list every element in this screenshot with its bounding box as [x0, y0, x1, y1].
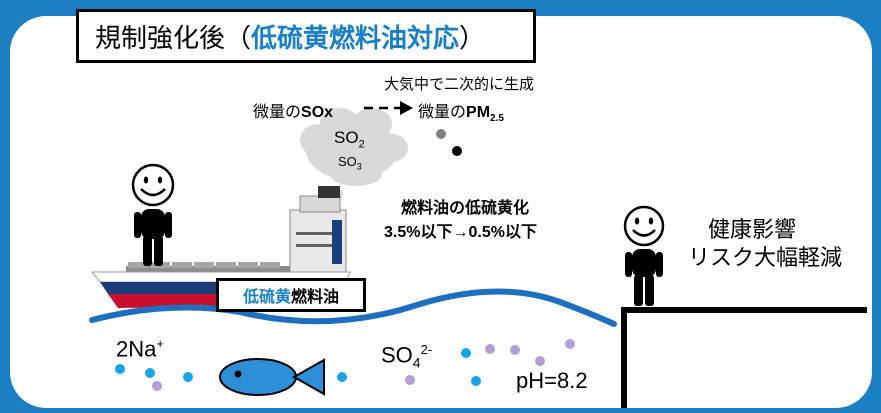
pm25-label: 微量のPM2.5: [418, 104, 504, 125]
title-suffix: ）: [459, 22, 486, 53]
so2-label: SO2: [334, 128, 365, 151]
fuel-limit-label: 3.5%以下→0.5%以下: [384, 224, 537, 241]
secondary-formation-label: 大気中で二次的に生成: [384, 76, 535, 93]
ship-fuel-highlight: 低硫黄: [242, 289, 291, 306]
person-on-ship-icon: [131, 163, 175, 266]
sulfate-ion-label: SO42-: [381, 342, 433, 371]
sodium-ion-label: 2Na+: [116, 336, 164, 362]
page-title: 規制強化後（低硫黄燃料油対応）: [76, 9, 536, 63]
title-highlight: 低硫黄燃料油対応: [251, 22, 460, 53]
health-label-line2: リスク大幅軽減: [688, 245, 843, 270]
fish-icon: [219, 358, 325, 396]
ph-label: pH=8.2: [516, 368, 588, 393]
pm-particle: [452, 146, 462, 156]
ions: [115, 339, 575, 391]
sox-label: 微量のSOx: [253, 104, 334, 121]
formation-arrow: [364, 101, 413, 115]
ship-fuel-label: 低硫黄燃料油: [216, 278, 366, 312]
exhaust-cloud: [300, 108, 408, 210]
fuel-desulfurization-label: 燃料油の低硫黄化: [401, 200, 530, 217]
pm-particle: [436, 129, 446, 139]
shoreline: [621, 307, 867, 408]
so3-label: SO3: [338, 154, 362, 172]
title-prefix: 規制強化後（: [95, 22, 252, 53]
ship-fuel-rest: 燃料油: [291, 289, 340, 306]
sea-wave: [89, 288, 617, 327]
person-on-shore-icon: [623, 205, 665, 306]
health-label-line1: 健康影響: [708, 217, 797, 242]
